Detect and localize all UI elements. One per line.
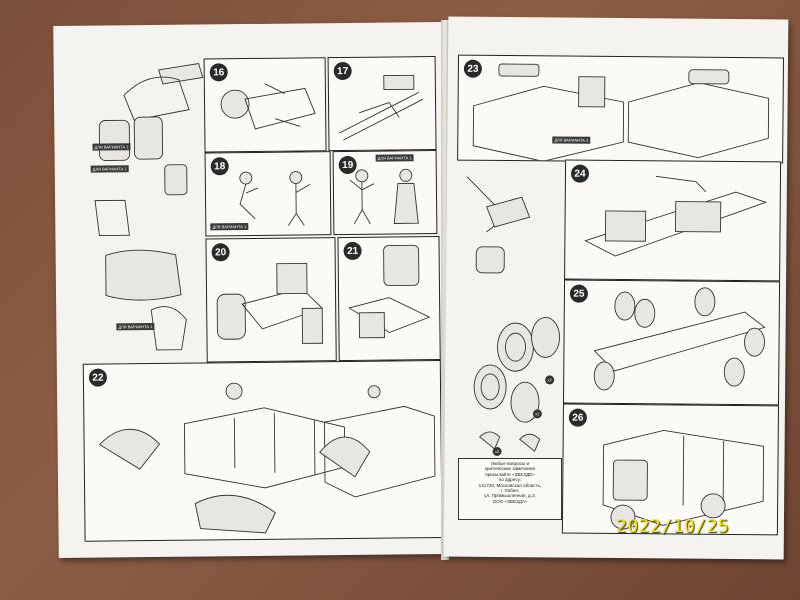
step-panel-22: 22 [82,360,443,542]
instruction-page-right: 23 ДЛЯ ВАРИАНТА 2 x2 x2 x2 24 [443,16,789,560]
address-line: ул. Промышленная, д.3, [484,493,536,499]
wheel-parts-diagram [466,176,561,453]
chassis-diagram [339,74,424,141]
quantity-mark: x2 [492,446,502,457]
step-panel-25: 25 [562,279,781,406]
address-line: 141730, Московская область, [478,482,542,488]
quantity-mark: x2 [545,375,555,385]
step-panel-26: 26 [561,403,779,536]
step-panel-16: 16 [203,57,327,153]
address-line: по адресу: [498,477,522,483]
left-column-diagrams [94,63,204,351]
truck-front-diagram [602,429,765,530]
cab-assembly-diagram [472,63,770,162]
truck-cab-diagram [98,382,436,534]
step-panel-19: 19 ДЛЯ ВАРИАНТА 1 [332,150,438,236]
variant-tag: ДЛЯ ВАРИАНТА 1 [116,323,155,331]
figures-diagram [349,168,419,225]
step-panel-24: 24 [564,159,782,282]
cab-diagram [216,262,324,344]
address-line: присылайте «ЗВЕЗДЕ» [485,471,535,477]
variant-tag: ДЛЯ ВАРИАНТА 1 [90,165,129,173]
photo-date-stamp: 2022/10/25 [616,516,730,537]
address-line: критические замечания [484,466,536,472]
step-panel-17: 17 [327,56,437,152]
address-line: Любые вопросы и [490,461,530,466]
address-line: ООО «ЗВЕЗДА» [492,498,528,504]
step-panel-20: 20 [205,237,337,363]
wheels-diagram [593,287,766,391]
chassis-diagram [584,175,768,257]
axle-diagram [220,83,316,130]
address-line: г. Лобня, [500,488,520,494]
manufacturer-address: Любые вопросы и критические замечания пр… [458,458,562,520]
figures-diagram [239,171,311,226]
step-panel-18: 18 ДЛЯ ВАРИАНТА 1 [204,151,332,237]
quantity-mark: x2 [532,409,542,419]
step-panel-23: 23 ДЛЯ ВАРИАНТА 2 [457,54,785,164]
step-panel-21: 21 [337,236,441,362]
cab-diagram [348,244,431,339]
instruction-page-left: ДЛЯ ВАРИАНТА 1 16 17 ДЛЯ ВАРИАНТА 1 18 Д… [53,21,447,559]
variant-tag: ДЛЯ ВАРИАНТА 1 [92,143,131,151]
